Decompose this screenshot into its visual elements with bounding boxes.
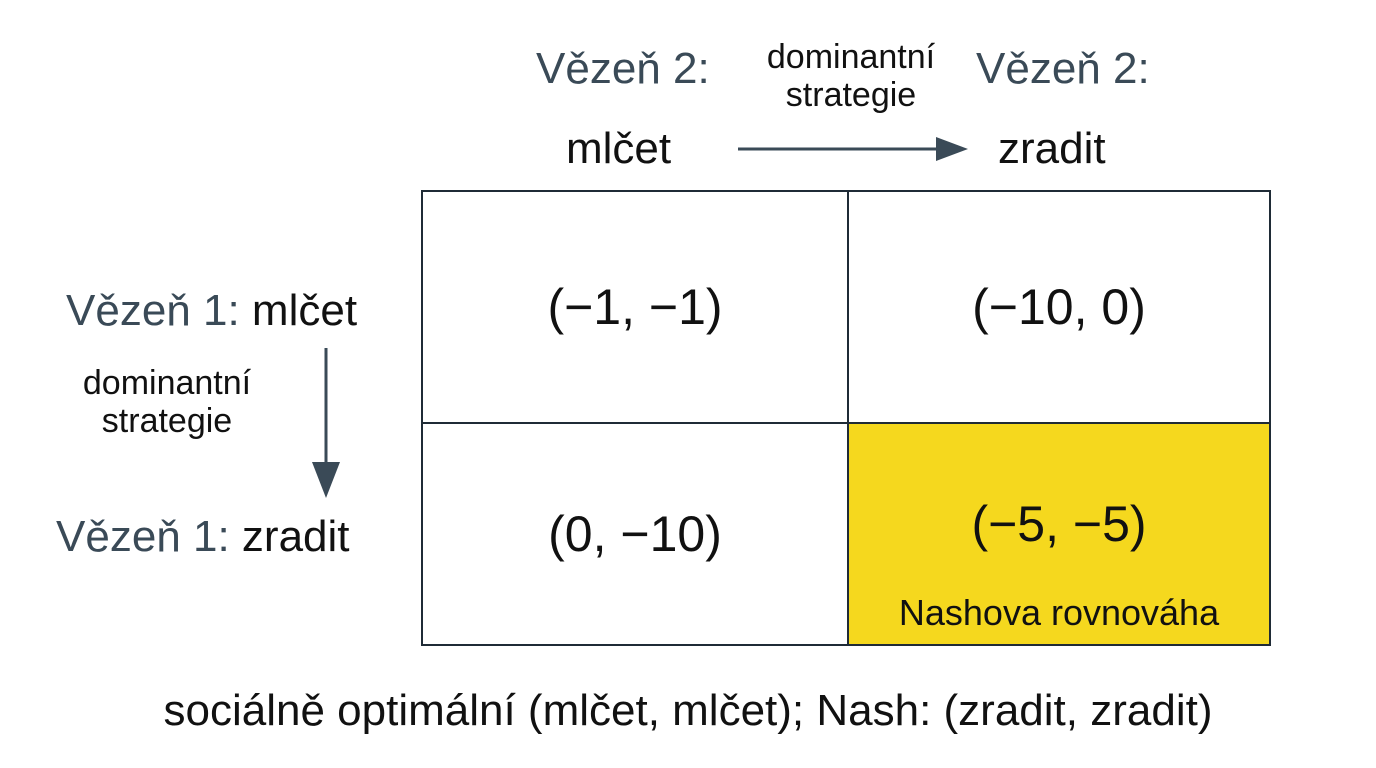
horizontal-divider (423, 422, 1269, 424)
row1-strategy-label: mlčet (251, 286, 358, 335)
row2-player-label: Vězeň 1: (56, 512, 230, 561)
down-arrow-icon (312, 348, 340, 498)
col2-player-label: Vězeň 2: (976, 44, 1150, 93)
vertical-divider (847, 192, 849, 644)
cell-zradit-mlcet: (0, −10) (548, 506, 722, 562)
left-arrow-label: dominantní strategie (52, 364, 282, 440)
left-arrow-label-line2: strategie (101, 402, 233, 440)
payoff-matrix: (−1, −1) (−10, 0) (0, −10) (−5, −5) Nash… (421, 190, 1271, 646)
col1-player-label: Vězeň 2: (536, 44, 710, 93)
top-arrow-label-line1: dominantní (766, 38, 936, 76)
footer-caption: sociálně optimální (mlčet, mlčet); Nash:… (163, 686, 1213, 735)
row2-header: Vězeň 1: zradit (56, 512, 350, 562)
col2-strategy-label: zradit (998, 124, 1106, 173)
row2-strategy-label: zradit (241, 512, 350, 561)
top-arrow-label-line2: strategie (785, 76, 917, 114)
nash-equilibrium-label: Nashova rovnováha (898, 592, 1220, 633)
top-arrow-label: dominantní strategie (738, 38, 964, 114)
col1-strategy-label: mlčet (566, 124, 672, 173)
cell-mlcet-zradit: (−10, 0) (972, 279, 1146, 335)
nash-payoff: (−5, −5) (971, 496, 1147, 552)
row1-player-label: Vězeň 1: (66, 286, 240, 335)
row1-header: Vězeň 1: mlčet (66, 286, 357, 336)
cell-mlcet-mlcet: (−1, −1) (547, 279, 723, 335)
right-arrow-icon (738, 137, 968, 161)
left-arrow-label-line1: dominantní (82, 364, 252, 402)
cell-zradit-zradit: (−5, −5) Nashova rovnováha (849, 424, 1269, 644)
